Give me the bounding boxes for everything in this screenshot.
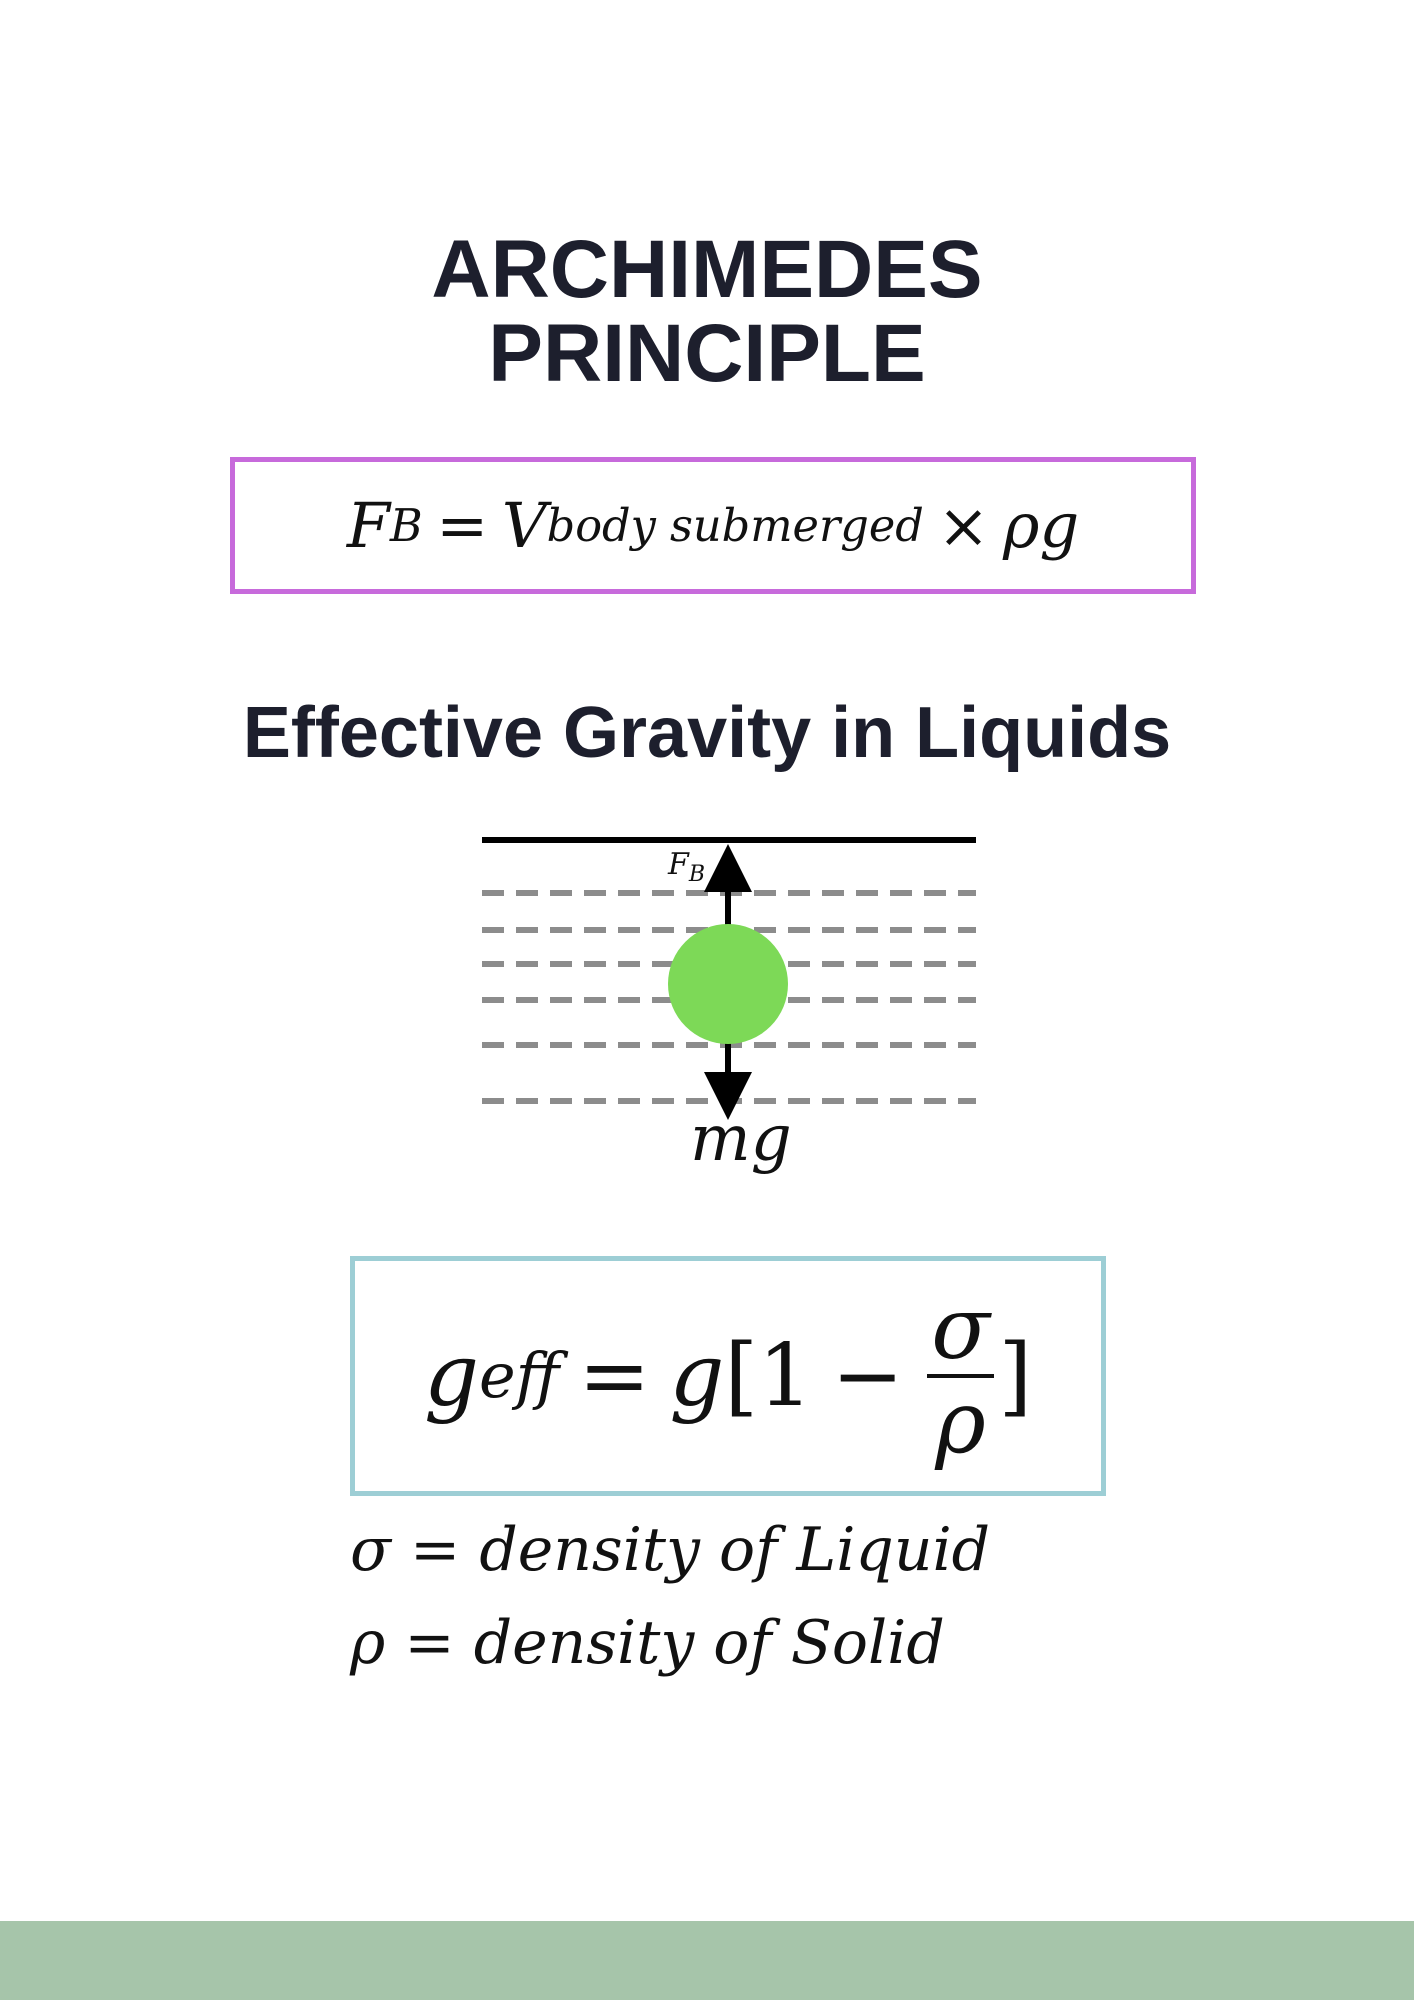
fraction-numerator: σ bbox=[926, 1283, 995, 1378]
volume-symbol: V bbox=[501, 489, 547, 562]
density-ratio-fraction: σ ρ bbox=[926, 1283, 995, 1473]
submerged-ball bbox=[668, 924, 788, 1044]
weight-label: mg bbox=[690, 1102, 792, 1176]
density-gravity-term: ρg bbox=[1003, 489, 1080, 562]
buoyancy-diagram: FB mg bbox=[482, 837, 976, 1176]
buoyant-force-label-subscript: B bbox=[688, 862, 705, 887]
equals-sign: = bbox=[578, 1326, 651, 1426]
effective-gravity-subscript: eff bbox=[479, 1340, 560, 1412]
bracket-close: ] bbox=[998, 1326, 1033, 1426]
buoyant-force-label-symbol: F bbox=[667, 847, 690, 882]
gravity-symbol: g bbox=[669, 1326, 725, 1426]
fraction-denominator: ρ bbox=[935, 1373, 986, 1473]
rho-definition: ρ = density of Solid bbox=[350, 1608, 945, 1678]
page-title-line-1: ARCHIMEDES bbox=[431, 224, 983, 315]
page-title-line-2: PRINCIPLE bbox=[488, 308, 926, 399]
section-title: Effective Gravity in Liquids bbox=[242, 693, 1172, 773]
page-title: ARCHIMEDES PRINCIPLE bbox=[0, 228, 1414, 396]
buoyant-force-subscript: B bbox=[389, 499, 423, 552]
minus-sign: − bbox=[831, 1326, 904, 1426]
buoyant-force-symbol: F bbox=[346, 489, 390, 562]
equals-sign: = bbox=[436, 489, 489, 562]
times-sign: × bbox=[937, 489, 990, 562]
bracket-open-term: [1 bbox=[724, 1326, 813, 1426]
buoyant-force-label: FB bbox=[667, 847, 705, 887]
footer-bar bbox=[0, 1921, 1414, 2000]
effective-gravity-symbol: g bbox=[423, 1326, 479, 1426]
volume-subscript: body submerged bbox=[546, 499, 924, 552]
sigma-definition: σ = density of Liquid bbox=[350, 1515, 991, 1585]
